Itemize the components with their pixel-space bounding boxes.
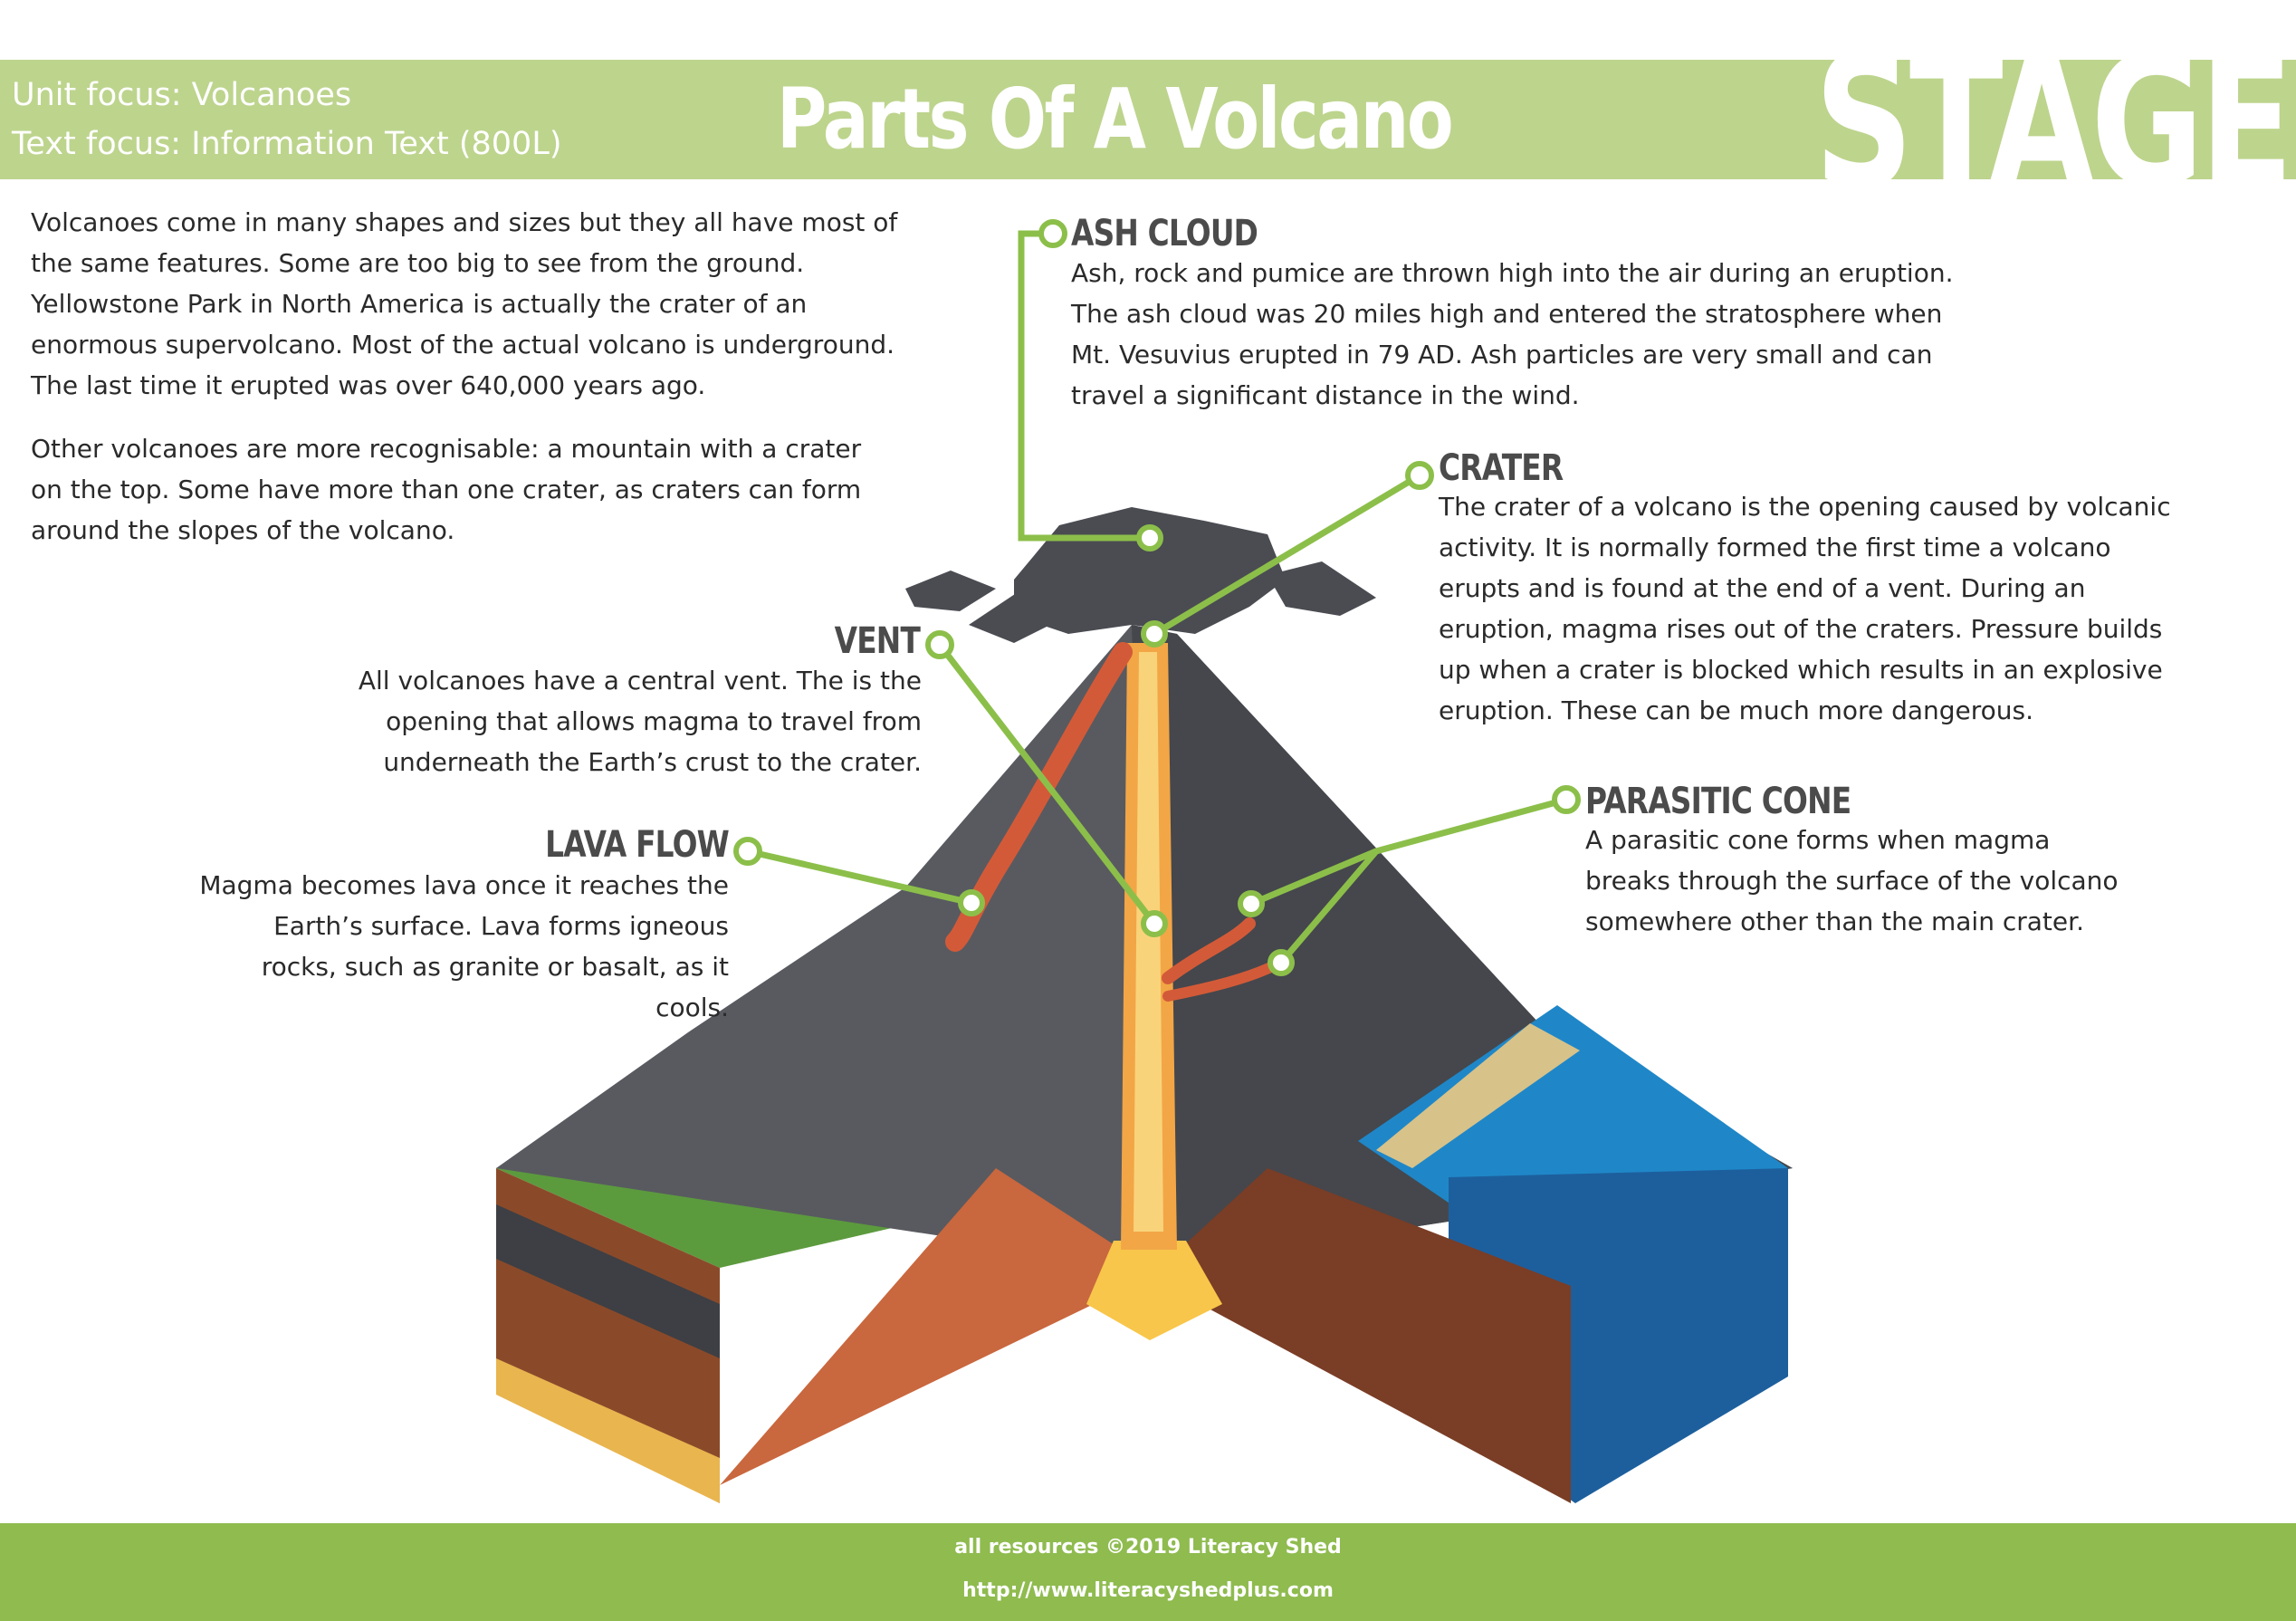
leader-dots [733,219,1581,976]
crater-heading: CRATER [1439,447,1564,489]
section-right-face [1150,1168,1571,1503]
crater-dot-end [1141,620,1168,647]
vent-dot-start [925,630,954,659]
left-rock-layer [496,1204,720,1358]
parasitic-cone-leader-2 [1278,849,1379,965]
ash-cloud-puff-left [905,571,996,611]
header-band: Unit focus: Volcanoes Text focus: Inform… [0,60,2296,179]
ash-cloud-puff-mid [969,589,1068,643]
side-vent-stream [1162,917,1256,984]
lava-flow-text: Magma becomes lava once it reaches the E… [199,870,729,1022]
ash-cloud-dot-start [1038,219,1067,248]
ash-cloud-leader [1018,230,1150,542]
leader-lines [747,230,1567,965]
footer-band: all resources ©2019 Literacy Shed http:/… [0,1523,2296,1621]
unit-focus-block: Unit focus: Volcanoes Text focus: Inform… [12,71,561,168]
parasitic-cone-text: A parasitic cone forms when magma breaks… [1585,825,2119,936]
vent-leader [937,642,1157,926]
parasitic-cone-dot-start [1552,785,1581,814]
ash-cloud-text: Ash, rock and pumice are thrown high int… [1071,258,1954,410]
parasitic-cone-dot-end-2 [1268,949,1295,976]
footer-copyright: all resources ©2019 Literacy Shed [954,1536,1342,1559]
magma-chamber [1086,1241,1222,1340]
page-title: Parts Of A Volcano [777,71,1454,168]
ash-cloud-heading: ASH CLOUD [1071,213,1258,254]
lava-flow-dot-end [958,889,985,916]
ash-cloud-dot-end [1136,524,1163,552]
section-left-face [720,1168,1150,1485]
crater-leader [1153,472,1421,638]
lava-flow-heading: LAVA FLOW [545,824,730,866]
text-focus-text: Text focus: Information Text (800L) [12,126,562,162]
lava-flow-dot-start [733,837,762,866]
lava-flow-leader [747,848,972,906]
lava-flow-stream [945,642,1133,952]
stage-label: STAGE 4 [1814,60,2296,179]
footer-url[interactable]: http://www.literacyshedplus.com [962,1579,1334,1602]
left-sand-layer [496,1358,720,1503]
vent-text: All volcanoes have a central vent. The i… [358,666,922,777]
main-vent-core [1134,652,1163,1232]
unit-focus-text: Unit focus: Volcanoes [12,77,352,113]
vent-dot-end [1141,910,1168,937]
parasitic-cone-heading: PARASITIC CONE [1585,781,1851,822]
side-vent-stream-2 [1162,959,1282,1002]
beach-strip [1376,1023,1580,1168]
ash-cloud-puff-right [1268,561,1376,616]
intro-paragraph-2: Other volcanoes are more recognisable: a… [31,434,862,545]
crater-text: The crater of a volcano is the opening c… [1439,492,2171,725]
intro-paragraph-1: Volcanoes come in many shapes and sizes … [31,207,898,400]
parasitic-cone-dot-end [1238,890,1265,917]
vent-heading: VENT [834,620,921,662]
crater-dot-start [1405,461,1434,490]
